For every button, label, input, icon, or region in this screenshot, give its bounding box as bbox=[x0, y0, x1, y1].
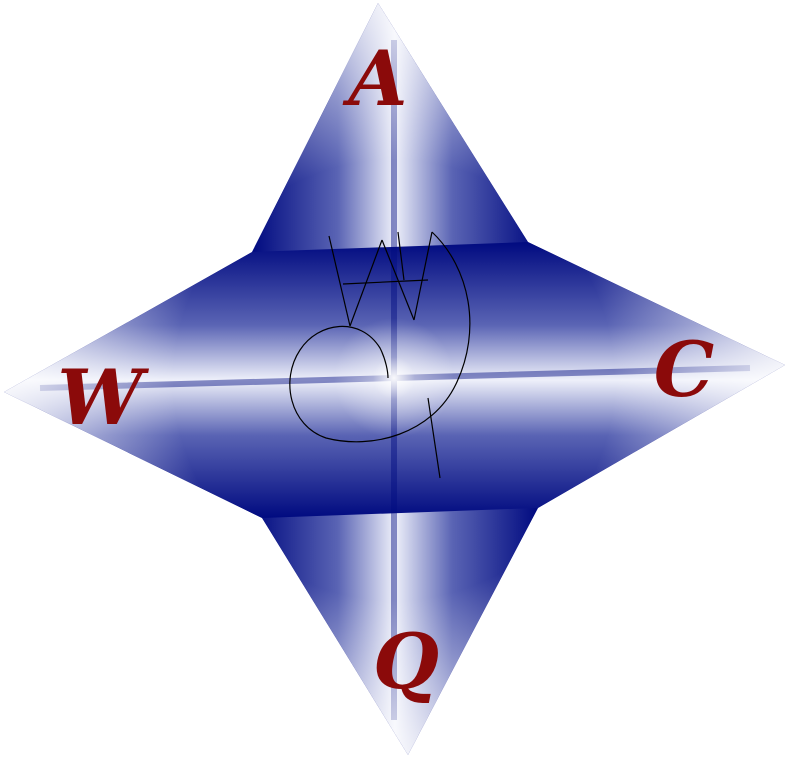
letter-left: W bbox=[57, 353, 149, 442]
letter-top: A bbox=[343, 34, 408, 123]
signature-glyph bbox=[289, 231, 471, 479]
letter-bottom: Q bbox=[373, 617, 439, 706]
letter-right: C bbox=[654, 325, 715, 414]
